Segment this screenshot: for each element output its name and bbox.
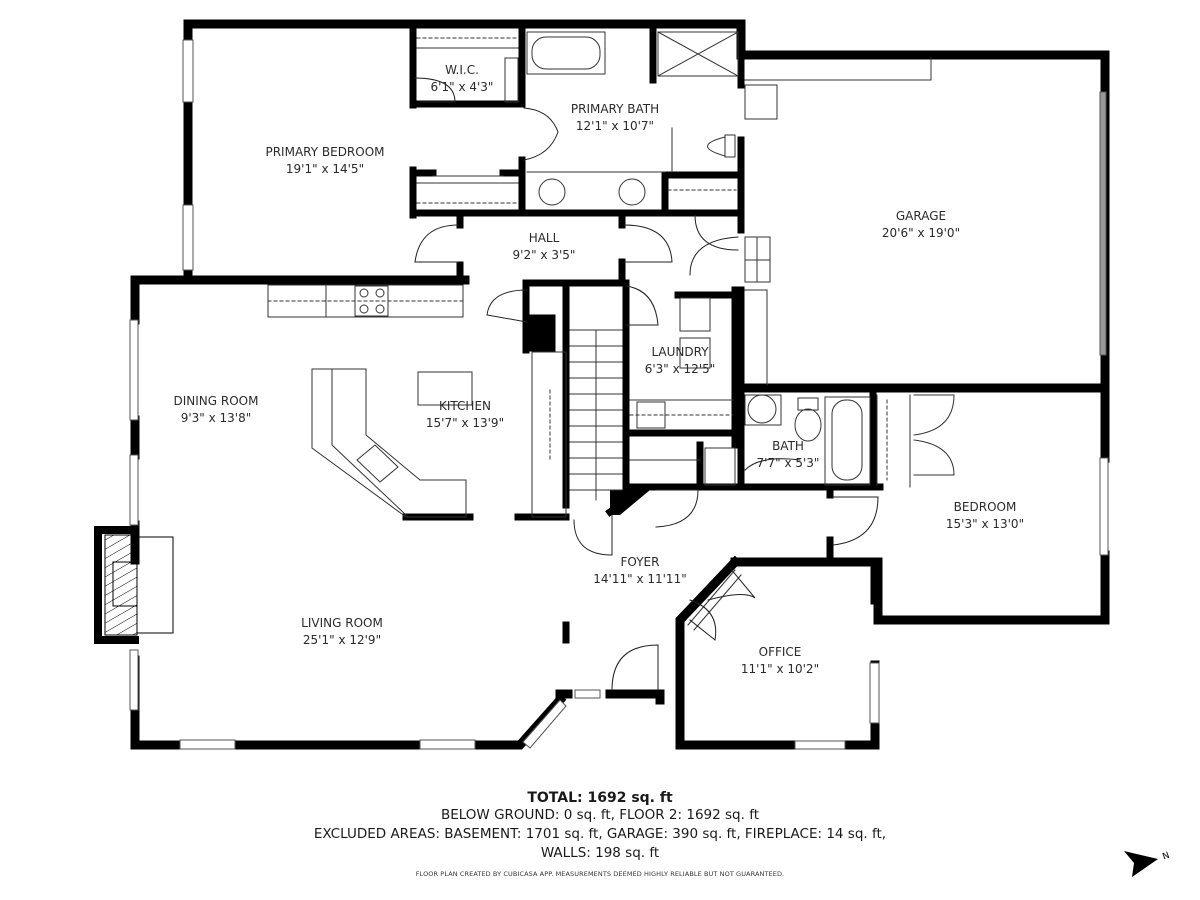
room-dimensions: 15'3" x 13'0": [945, 517, 1025, 531]
room-laundry: LAUNDRY 6'3" x 12'5": [645, 344, 716, 378]
room-dimensions: 14'11" x 11'11": [593, 572, 687, 586]
room-name: LIVING ROOM: [301, 616, 383, 630]
room-dimensions: 19'1" x 14'5": [285, 162, 365, 176]
room-dimensions: 20'6" x 19'0": [881, 226, 961, 240]
room-dimensions: 11'1" x 10'2": [740, 662, 820, 676]
room-name: KITCHEN: [439, 399, 491, 413]
room-dimensions: 9'2" x 3'5": [512, 248, 576, 262]
doors: [414, 77, 879, 691]
room-name: FOYER: [620, 555, 660, 569]
room-name: BATH: [772, 439, 804, 453]
room-dimensions: 7'7" x 5'3": [756, 456, 820, 470]
room-garage: GARAGE 20'6" x 19'0": [882, 208, 960, 242]
fixtures: [267, 31, 955, 631]
room-name: GARAGE: [895, 209, 947, 223]
room-primary-bedroom: PRIMARY BEDROOM 19'1" x 14'5": [265, 144, 384, 178]
room-dimensions: 12'1" x 10'7": [575, 119, 655, 133]
room-name: PRIMARY BATH: [570, 102, 660, 116]
room-name: HALL: [528, 231, 560, 245]
walls-line: WALLS: 198 sq. ft: [540, 845, 660, 861]
north-arrow-icon: N: [1120, 845, 1180, 889]
windows: [129, 39, 1109, 750]
room-name: OFFICE: [758, 645, 802, 659]
room-kitchen: KITCHEN 15'7" x 13'9": [426, 398, 504, 432]
room-wic: W.I.C. 6'1" x 4'3": [431, 62, 494, 96]
total-area: TOTAL: 1692 sq. ft: [527, 790, 673, 806]
room-name: W.I.C.: [445, 63, 479, 77]
room-bath: BATH 7'7" x 5'3": [757, 438, 820, 472]
room-living-room: LIVING ROOM 25'1" x 12'9": [301, 615, 383, 649]
room-bedroom: BEDROOM 15'3" x 13'0": [946, 499, 1024, 533]
fireplace: [94, 526, 139, 644]
room-dimensions: 15'7" x 13'9": [425, 416, 505, 430]
excluded-areas-line: EXCLUDED AREAS: BASEMENT: 1701 sq. ft, G…: [313, 826, 887, 842]
room-name: DINING ROOM: [173, 394, 259, 408]
room-office: OFFICE 11'1" x 10'2": [741, 644, 819, 678]
room-hall: HALL 9'2" x 3'5": [513, 230, 576, 264]
area-summary: TOTAL: 1692 sq. ft BELOW GROUND: 0 sq. f…: [0, 790, 1200, 863]
room-dimensions: 6'1" x 4'3": [430, 80, 494, 94]
room-dimensions: 25'1" x 12'9": [302, 633, 382, 647]
credit-text: FLOOR PLAN CREATED BY CUBICASA APP. MEAS…: [415, 870, 785, 878]
room-name: LAUNDRY: [651, 345, 709, 359]
room-dining-room: DINING ROOM 9'3" x 13'8": [174, 393, 259, 427]
north-label: N: [1161, 851, 1171, 863]
below-ground-line: BELOW GROUND: 0 sq. ft, FLOOR 2: 1692 sq…: [440, 807, 760, 823]
room-dimensions: 9'3" x 13'8": [180, 411, 252, 425]
room-dimensions: 6'3" x 12'5": [644, 362, 716, 376]
room-primary-bath: PRIMARY BATH 12'1" x 10'7": [571, 101, 659, 135]
room-foyer: FOYER 14'11" x 11'11": [593, 554, 686, 588]
room-name: PRIMARY BEDROOM: [265, 145, 385, 159]
room-name: BEDROOM: [953, 500, 1017, 514]
